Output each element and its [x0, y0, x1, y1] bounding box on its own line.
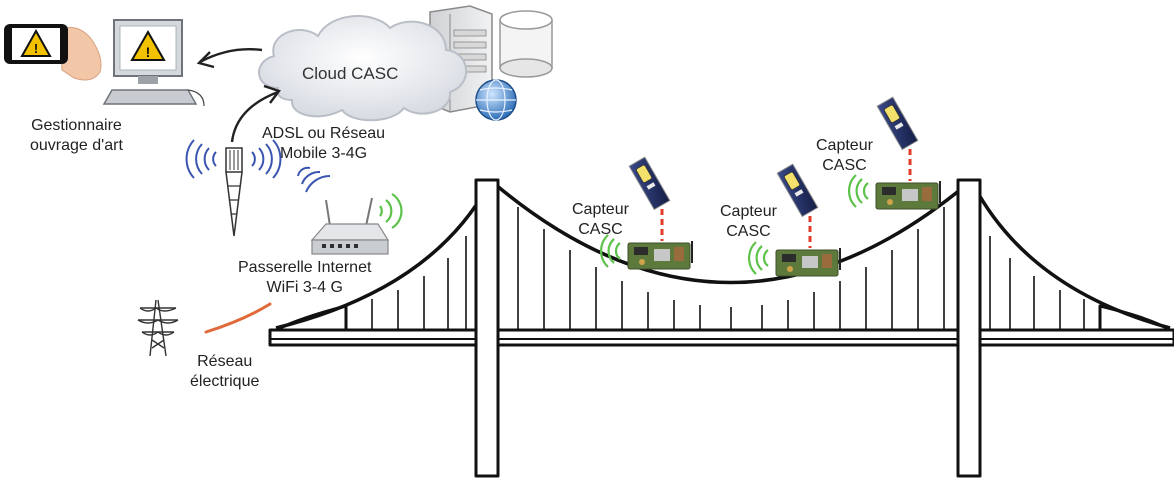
monitor-warning-icon: !: [102, 19, 205, 107]
svg-text:!: !: [146, 44, 151, 60]
power-pylon-icon: [137, 299, 179, 357]
gateway-label: Passerelle Internet WiFi 3-4 G: [238, 258, 371, 298]
sensor-3-label-line2: CASC: [822, 157, 867, 174]
cable-right: [972, 185, 1171, 330]
sensor-1-label-line2: CASC: [578, 221, 623, 238]
manager-label-line1: Gestionnaire: [31, 117, 122, 134]
suspension-bridge: [268, 178, 1174, 478]
svg-text:!: !: [34, 41, 38, 56]
cloud-label: Cloud CASC: [302, 64, 399, 83]
tower-right: [956, 178, 982, 478]
grid-label-line2: électrique: [190, 373, 260, 390]
sensor-1-label: Capteur CASC: [572, 200, 629, 240]
network-to-cloud-arrow: [230, 84, 281, 143]
grid-label-line1: Réseau: [197, 353, 253, 370]
cable-center: [494, 183, 968, 285]
grid-label: Réseau électrique: [190, 352, 259, 392]
cable-left: [275, 185, 490, 330]
sensor-3-label-line1: Capteur: [816, 137, 873, 154]
sensor-2-label-line1: Capteur: [720, 203, 777, 220]
antenna-tower-icon: [185, 139, 282, 237]
manager-label: Gestionnaire ouvrage d'art: [30, 116, 123, 156]
sensor-3-label: Capteur CASC: [816, 136, 873, 176]
cloud-to-manager-arrow: [196, 48, 263, 69]
tower-left: [474, 178, 500, 478]
smartphone-warning-icon: !: [4, 24, 102, 81]
database-icon: [499, 10, 553, 78]
gateway-label-line1: Passerelle Internet: [238, 259, 372, 276]
network-label: ADSL ou Réseau Mobile 3-4G: [262, 124, 385, 164]
cloud-icon: [258, 15, 467, 122]
network-label-line2: Mobile 3-4G: [279, 145, 368, 162]
wifi-router-icon: [297, 166, 403, 255]
manager-label-line2: ouvrage d'art: [30, 137, 123, 154]
globe-icon: [475, 79, 517, 121]
network-label-line1: ADSL ou Réseau: [262, 125, 386, 142]
sensor-1-label-line1: Capteur: [572, 201, 629, 218]
sensor-2-label: Capteur CASC: [720, 202, 777, 242]
power-line-arrow: [204, 302, 272, 334]
sensor-2-label-line2: CASC: [726, 223, 771, 240]
gateway-label-line2: WiFi 3-4 G: [266, 279, 343, 296]
bridge-deck: [268, 328, 1174, 347]
